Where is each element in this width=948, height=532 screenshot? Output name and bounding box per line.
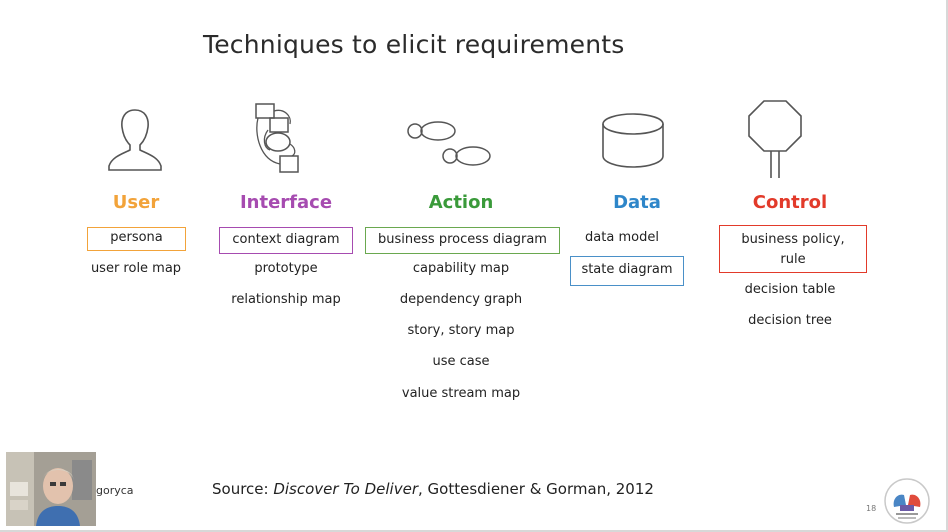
footprints-icon bbox=[407, 121, 491, 166]
connected-boxes-icon bbox=[255, 103, 299, 173]
conference-logo-icon bbox=[884, 478, 930, 524]
source-citation: Source: Discover To Deliver, Gottesdiene… bbox=[212, 480, 654, 498]
technique-relationship-map: relationship map bbox=[231, 292, 341, 307]
technique-dependency-graph: dependency graph bbox=[399, 292, 523, 307]
presenter-video-frame bbox=[6, 452, 96, 526]
page-number: 18 bbox=[866, 504, 877, 513]
source-title: Discover To Deliver bbox=[273, 480, 418, 498]
technique-use-case: use case bbox=[432, 354, 490, 369]
heading-interface: Interface bbox=[239, 192, 333, 213]
technique-business-policy-rule: business policy, rule bbox=[719, 225, 867, 273]
technique-prototype: prototype bbox=[254, 261, 318, 276]
technique-business-process-diagram: business process diagram bbox=[365, 227, 560, 254]
technique-value-stream-map: value stream map bbox=[401, 386, 521, 401]
stop-sign-icon bbox=[748, 100, 802, 178]
technique-decision-table: decision table bbox=[744, 282, 836, 297]
slide-title: Techniques to elicit requirements bbox=[203, 30, 625, 59]
technique-user-role-map: user role map bbox=[90, 261, 182, 276]
technique-story-map: story, story map bbox=[407, 323, 515, 338]
person-silhouette-icon bbox=[108, 109, 162, 171]
presenter-name: goryca bbox=[96, 484, 134, 497]
technique-capability-map: capability map bbox=[412, 261, 510, 276]
technique-data-model: data model bbox=[585, 230, 659, 245]
source-authors: , Gottesdiener & Gorman, 2012 bbox=[417, 480, 654, 498]
technique-decision-tree: decision tree bbox=[748, 313, 832, 328]
presenter-webcam[interactable] bbox=[6, 452, 96, 526]
technique-state-diagram: state diagram bbox=[570, 256, 684, 286]
technique-persona: persona bbox=[87, 227, 186, 251]
technique-context-diagram: context diagram bbox=[219, 227, 353, 254]
heading-user: User bbox=[112, 192, 160, 213]
source-prefix: Source: bbox=[212, 480, 274, 498]
heading-data: Data bbox=[613, 192, 661, 213]
heading-action: Action bbox=[428, 192, 494, 213]
database-cylinder-icon bbox=[602, 113, 664, 168]
heading-control: Control bbox=[752, 192, 828, 213]
